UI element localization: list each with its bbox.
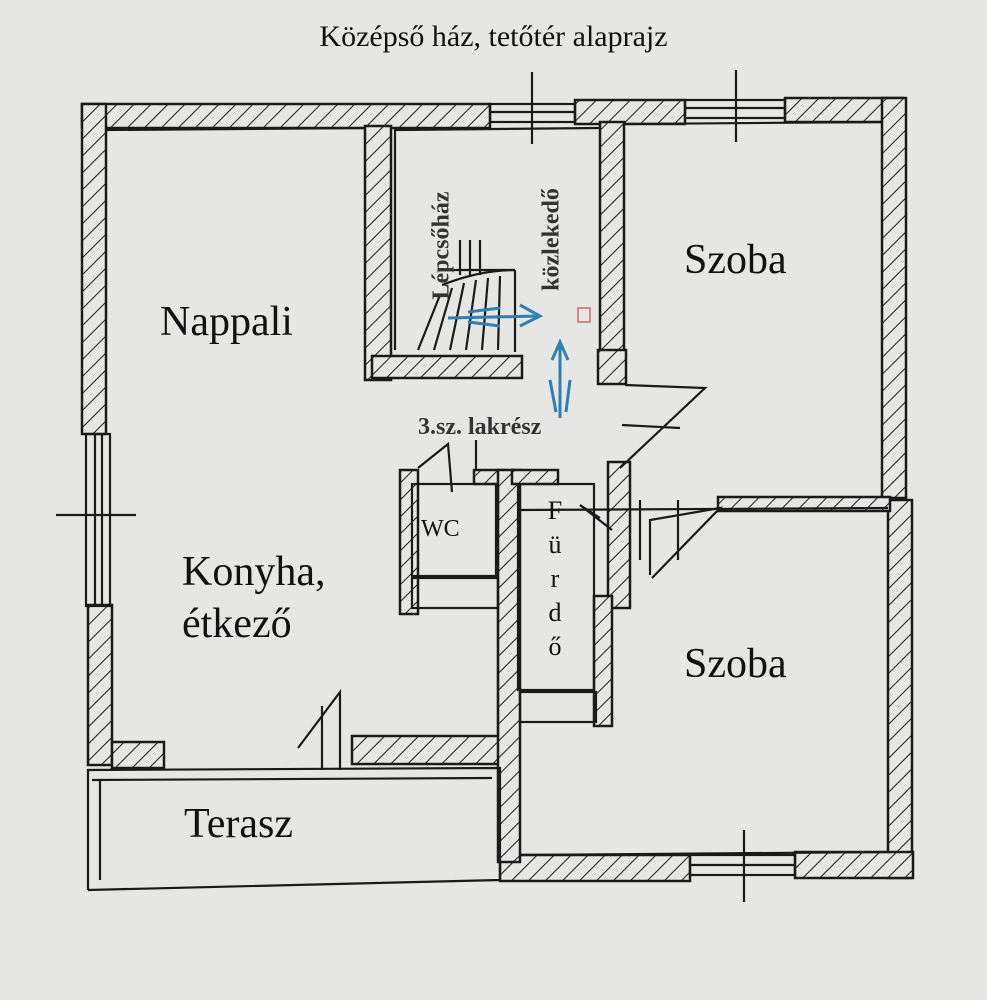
direction-arrows	[447, 303, 572, 418]
room-label-room-top: Szoba	[684, 237, 787, 283]
room-label-wc: WC	[421, 516, 460, 542]
room-label-living: Nappali	[160, 299, 293, 345]
room-label-corridor: közlekedő	[538, 188, 565, 291]
room-label-terrace: Terasz	[184, 801, 293, 847]
room-label-bath: F ü r d ő	[540, 494, 570, 664]
room-label-room-bottom: Szoba	[684, 641, 787, 687]
room-outlines	[56, 70, 891, 902]
bath-letter: d	[548, 598, 562, 627]
bath-letter: ő	[548, 632, 562, 661]
bath-letter: ü	[548, 530, 562, 559]
room-label-kitchen-line1: Konyha,	[182, 549, 326, 595]
small-marker	[577, 307, 591, 323]
room-label-kitchen-line2: étkező	[182, 601, 292, 647]
room-label-stairwell: Lépcsőház	[428, 191, 455, 300]
plan-title: Középső ház, tetőtér alaprajz	[319, 20, 668, 53]
unit-label: 3.sz. lakrész	[418, 414, 542, 440]
bath-letter: r	[550, 564, 560, 593]
bath-letter: F	[547, 496, 563, 525]
